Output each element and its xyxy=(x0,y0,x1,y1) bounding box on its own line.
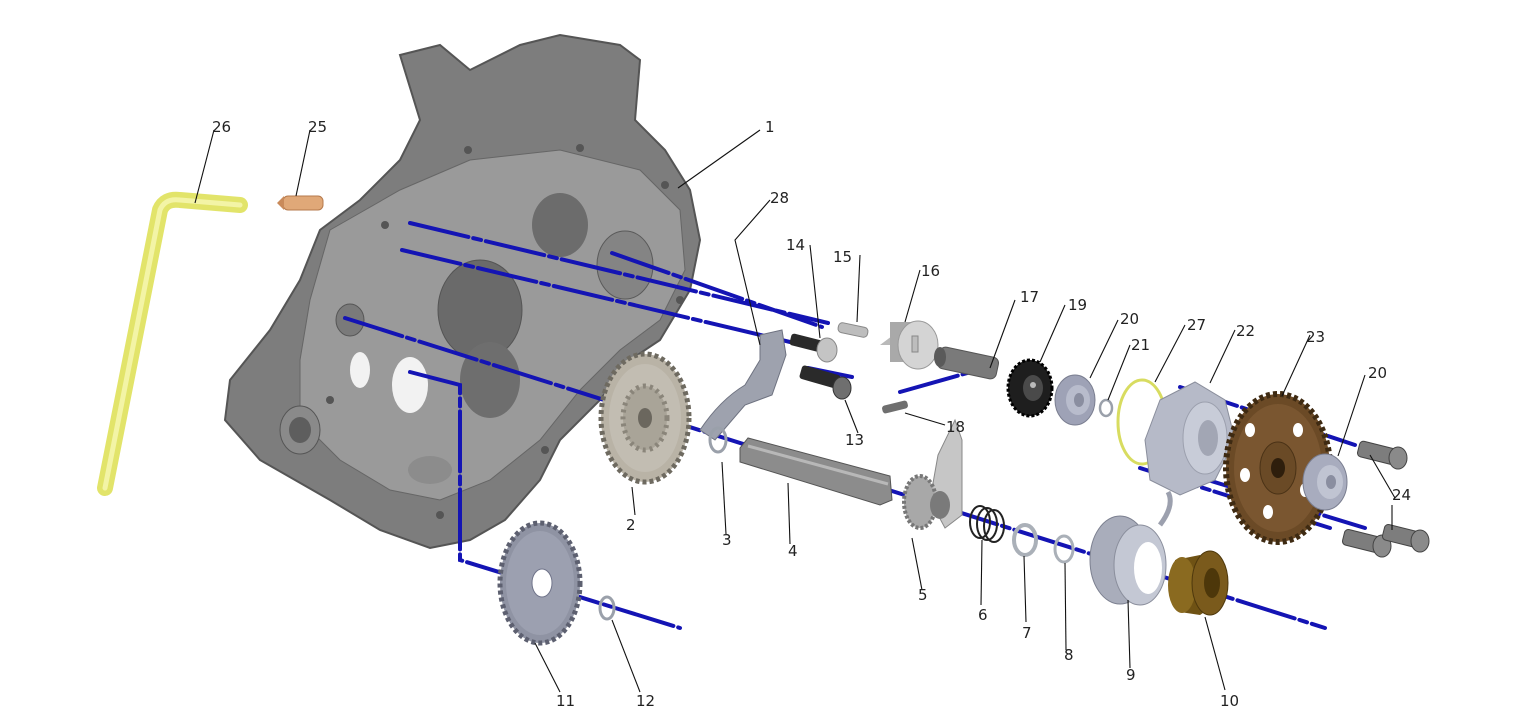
part-16-cam xyxy=(880,320,939,370)
part-20-bearing-b xyxy=(1302,453,1348,511)
part-2-gear xyxy=(598,351,692,485)
callout-9: 9 xyxy=(1126,666,1136,684)
part-6-spring xyxy=(969,505,1005,543)
part-17-spindle xyxy=(934,346,1000,380)
part-11-gear xyxy=(497,520,583,646)
callout-18: 18 xyxy=(946,418,965,436)
callout-10: 10 xyxy=(1220,692,1239,710)
callout-6: 6 xyxy=(978,606,988,624)
part-21-circlip xyxy=(1098,398,1114,418)
callout-2: 2 xyxy=(626,516,636,534)
callout-22: 22 xyxy=(1236,322,1255,340)
part-18-pin xyxy=(882,400,908,414)
part-19-gear xyxy=(1006,358,1054,418)
callout-14: 14 xyxy=(786,236,805,254)
callout-7: 7 xyxy=(1022,624,1032,642)
part-13-bolt xyxy=(799,365,852,400)
callout-11: 11 xyxy=(556,692,575,710)
leader-lines xyxy=(194,129,1396,693)
callout-5: 5 xyxy=(918,586,928,604)
callout-16: 16 xyxy=(921,262,940,280)
callout-1: 1 xyxy=(765,118,775,136)
callout-24: 24 xyxy=(1392,486,1411,504)
callout-23: 23 xyxy=(1306,328,1325,346)
callout-3: 3 xyxy=(722,531,732,549)
part-10-bushing xyxy=(1168,550,1229,616)
callout-4: 4 xyxy=(788,542,798,560)
callout-25: 25 xyxy=(308,118,327,136)
callout-19: 19 xyxy=(1068,296,1087,314)
callout-28: 28 xyxy=(770,189,789,207)
part-23-sprocket xyxy=(1223,391,1333,545)
callout-17: 17 xyxy=(1020,288,1039,306)
part-9-spring-drum xyxy=(1089,490,1173,606)
part-5-ratchet xyxy=(902,418,963,530)
part-20-bearing xyxy=(1054,374,1096,426)
part-22-housing xyxy=(1144,381,1236,496)
part-25-pin xyxy=(277,195,324,211)
callout-21: 21 xyxy=(1131,336,1150,354)
part-24-bolts xyxy=(1341,440,1430,558)
part-12-circlip xyxy=(598,595,616,621)
callout-20: 20 xyxy=(1120,310,1139,328)
callout-8: 8 xyxy=(1064,646,1074,664)
part-8-washer xyxy=(1053,534,1075,564)
callout-13: 13 xyxy=(845,431,864,449)
part-3-circlip xyxy=(708,426,728,454)
callout-20-b: 20 xyxy=(1368,364,1387,382)
part-28-lever xyxy=(699,329,787,441)
part-4-shaft xyxy=(739,437,893,506)
part-7-washer xyxy=(1012,523,1038,557)
callout-27: 27 xyxy=(1187,316,1206,334)
part-26-tube xyxy=(97,191,248,496)
part-14-bolt xyxy=(789,333,838,363)
callout-15: 15 xyxy=(833,248,852,266)
callout-26: 26 xyxy=(212,118,231,136)
callout-12: 12 xyxy=(636,692,655,710)
part-15-pin xyxy=(837,322,869,338)
callout-labels: 1 2 3 4 5 6 7 8 9 10 11 12 13 14 15 16 1… xyxy=(212,118,1411,710)
